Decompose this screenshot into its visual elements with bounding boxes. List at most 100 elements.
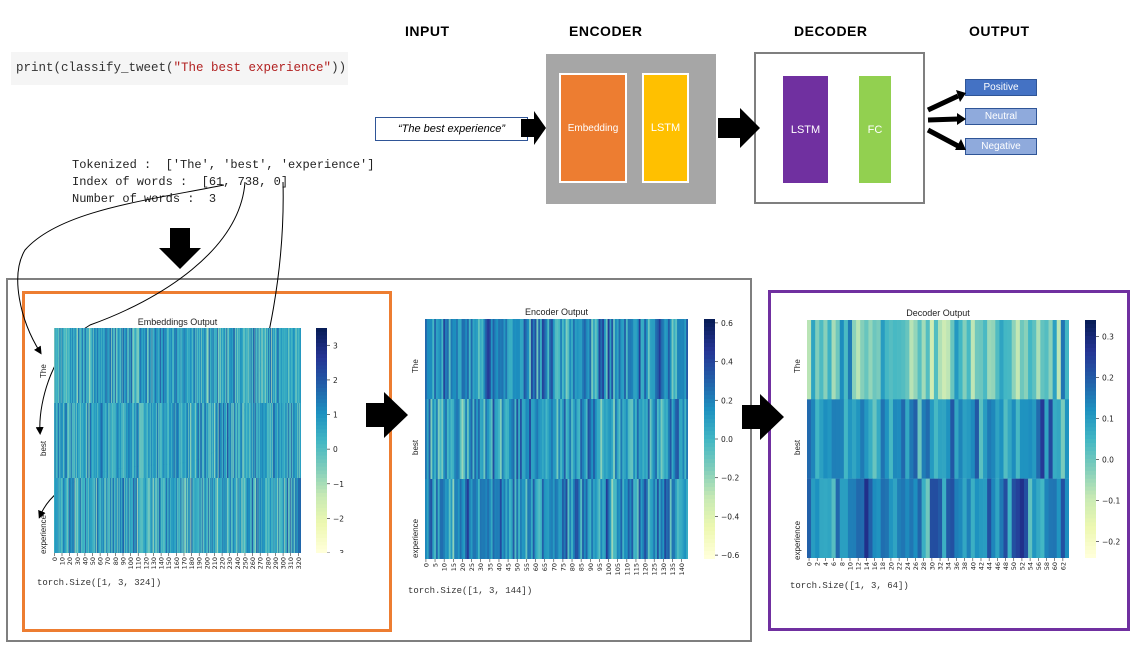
colorbar-segment bbox=[1085, 542, 1096, 547]
heatmap-cell bbox=[897, 399, 902, 479]
heatmap-cell bbox=[280, 478, 282, 553]
colorbar-segment bbox=[704, 331, 715, 336]
heatmap-cell bbox=[551, 479, 554, 559]
heatmap-cell bbox=[130, 403, 132, 479]
heatmap-cell bbox=[1040, 320, 1045, 400]
heatmap-cell bbox=[884, 320, 890, 400]
heatmap-cell bbox=[70, 478, 72, 553]
heatmap-cell bbox=[669, 479, 672, 559]
heatmap-cell bbox=[569, 399, 572, 480]
heatmap-cell bbox=[159, 403, 162, 479]
heatmap-cell bbox=[540, 399, 543, 480]
heatmap-cell bbox=[266, 403, 268, 479]
heatmap-cell bbox=[67, 478, 69, 553]
heatmap-cell bbox=[195, 403, 197, 479]
heatmap-cell bbox=[164, 403, 166, 479]
heatmap-cell bbox=[114, 478, 117, 553]
heatmap-cell bbox=[59, 478, 61, 553]
heatmap-cell bbox=[233, 328, 236, 404]
heatmap-cell bbox=[425, 479, 428, 559]
heatmap-cell bbox=[239, 478, 241, 553]
heatmap-cell bbox=[252, 328, 255, 404]
heatmap-cell bbox=[434, 479, 437, 559]
heatmap-cell bbox=[434, 399, 437, 480]
x-tick-label: 90 bbox=[587, 563, 595, 571]
heatmap-cell bbox=[270, 328, 272, 404]
heatmap-cell bbox=[100, 478, 102, 553]
heatmap-cell bbox=[103, 478, 105, 553]
x-tick-label: 15 bbox=[450, 563, 458, 571]
heatmap-cell bbox=[534, 399, 537, 480]
heatmap-cell bbox=[552, 479, 556, 559]
heatmap-cell bbox=[204, 478, 206, 553]
heatmap-cell bbox=[545, 479, 548, 559]
heatmap-cell bbox=[219, 328, 221, 404]
heatmap-cell bbox=[281, 328, 284, 404]
heatmap-cell bbox=[275, 478, 277, 553]
code-string: "The best experience" bbox=[173, 61, 332, 75]
heatmap-cell bbox=[445, 479, 448, 559]
heatmap-cell bbox=[196, 328, 198, 404]
heatmap-cell bbox=[499, 319, 503, 400]
heatmap-cell bbox=[289, 478, 291, 553]
colorbar-segment bbox=[704, 543, 715, 548]
heatmap-cell bbox=[481, 399, 484, 480]
heatmap-cell bbox=[247, 478, 249, 553]
heatmap-cell bbox=[104, 403, 106, 479]
heatmap-cell bbox=[119, 328, 121, 404]
heatmap-cell bbox=[166, 403, 168, 479]
heatmap-cell bbox=[172, 328, 174, 404]
heatmap-cell bbox=[987, 320, 992, 400]
heatmap-cell bbox=[287, 478, 289, 553]
heatmap-cell bbox=[143, 403, 145, 479]
heatmap-cell bbox=[124, 478, 127, 553]
heatmap-cell bbox=[439, 479, 442, 559]
heatmap-cell bbox=[933, 478, 939, 558]
heatmap-cell bbox=[253, 328, 255, 404]
heatmap-cell bbox=[282, 328, 284, 404]
heatmap-cell bbox=[72, 478, 74, 553]
heatmap-cell bbox=[876, 478, 882, 558]
heatmap-cell bbox=[275, 403, 277, 479]
heatmap-cell bbox=[71, 478, 73, 553]
heatmap-cell bbox=[483, 479, 486, 559]
heatmap-cell bbox=[549, 319, 552, 400]
heatmap-cell bbox=[201, 403, 204, 479]
colorbar-segment bbox=[316, 440, 327, 445]
colorbar-segment bbox=[1085, 498, 1096, 503]
heatmap-cell bbox=[647, 399, 650, 480]
heatmap-cell bbox=[233, 403, 235, 479]
colorbar-segment bbox=[316, 433, 327, 438]
colorbar-segment bbox=[1085, 320, 1096, 325]
heatmap-cell bbox=[525, 399, 528, 480]
heatmap-cell bbox=[76, 328, 78, 404]
heatmap-cell bbox=[240, 403, 242, 479]
x-tick-label: 54 bbox=[1027, 562, 1035, 570]
heatmap-cell bbox=[946, 320, 951, 400]
colorbar-segment bbox=[704, 479, 715, 484]
heatmap-cell bbox=[278, 328, 280, 404]
x-tick-label: 50 bbox=[514, 563, 522, 571]
heatmap-cell bbox=[543, 479, 546, 559]
heatmap-cell bbox=[1015, 478, 1021, 558]
x-tick-label: 80 bbox=[569, 563, 577, 571]
heatmap-cell bbox=[567, 399, 570, 480]
heatmap-cell bbox=[271, 403, 273, 479]
colorbar-segment bbox=[316, 493, 327, 498]
heatmap-cell bbox=[166, 328, 168, 404]
heatmap-cell bbox=[430, 479, 433, 559]
heatmap-cell bbox=[169, 328, 171, 404]
colorbar-segment bbox=[704, 547, 715, 552]
heatmap-cell bbox=[188, 403, 191, 479]
heatmap-cell bbox=[856, 478, 861, 558]
heatmap-cell bbox=[236, 328, 239, 404]
x-tick-label: 25 bbox=[468, 563, 476, 571]
heatmap-cell bbox=[974, 399, 980, 479]
x-tick-label: 240 bbox=[234, 557, 242, 569]
heatmap-cell bbox=[499, 479, 503, 559]
heatmap-cell bbox=[131, 403, 133, 479]
heatmap-cell bbox=[100, 328, 102, 404]
heatmap-cell bbox=[468, 399, 472, 480]
colorbar-segment bbox=[1085, 446, 1096, 452]
heatmap-cell bbox=[876, 320, 882, 400]
